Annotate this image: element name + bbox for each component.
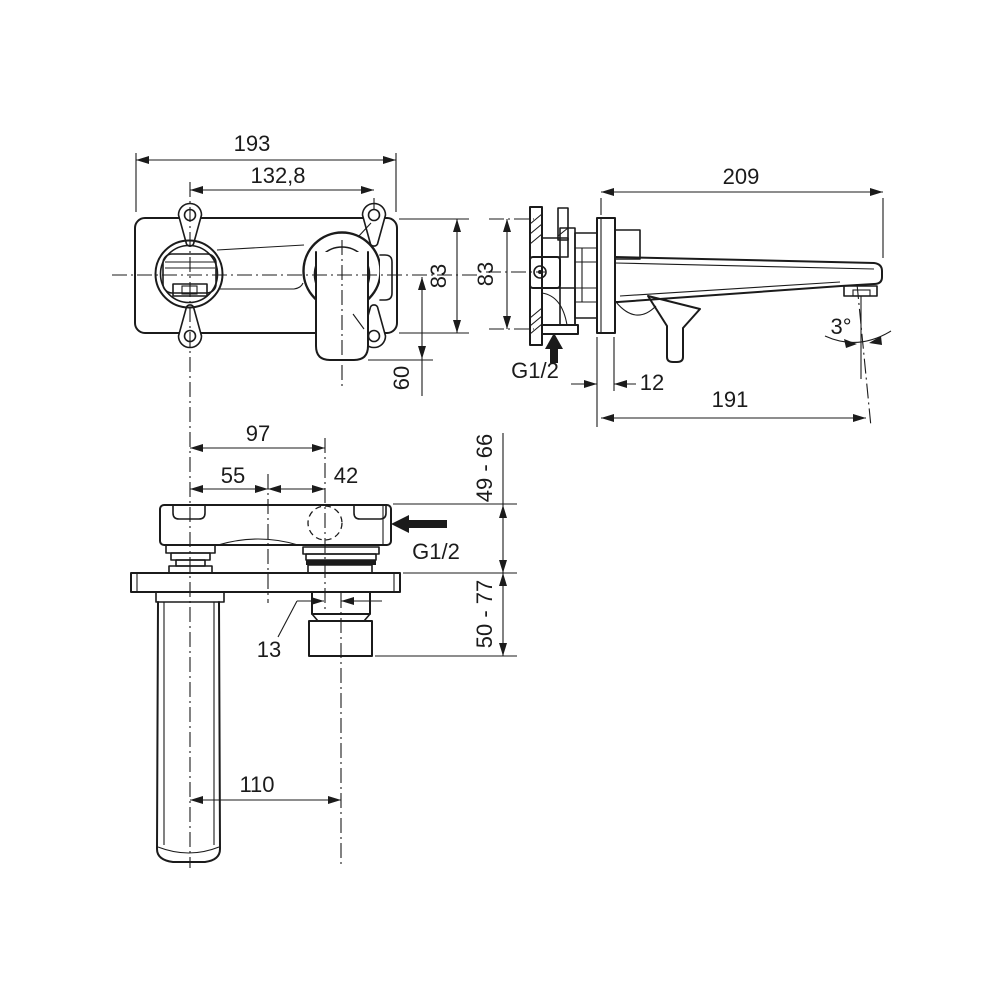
label-13: 13	[257, 637, 281, 662]
label-g12-plan: G1/2	[412, 539, 460, 564]
lever-side	[647, 295, 701, 363]
fixing-screw	[533, 265, 547, 279]
hidden-port-circle	[307, 505, 343, 541]
wall-flange	[130, 572, 401, 593]
o-ring-band	[306, 560, 376, 565]
label-12: 12	[640, 370, 664, 395]
dimensions	[135, 153, 892, 804]
label-110: 110	[239, 772, 274, 797]
label-60: 60	[389, 366, 414, 390]
spout-side	[614, 256, 883, 303]
label-97: 97	[246, 421, 270, 446]
in-wall-body	[529, 206, 598, 346]
angle-arrow-right	[869, 336, 882, 345]
escutcheon-side	[596, 217, 616, 334]
wall-hatching	[529, 213, 543, 335]
front-view	[134, 202, 398, 361]
dimension-labels: 193 132,8 83 60 209 83 G1/2 12 191 3° 97…	[221, 131, 852, 797]
label-83-front: 83	[426, 264, 451, 288]
label-42: 42	[334, 463, 358, 488]
aerator-side	[843, 285, 878, 297]
right-port	[302, 546, 380, 574]
plan-view	[130, 504, 447, 863]
label-3deg: 3°	[830, 314, 851, 339]
label-193: 193	[234, 131, 271, 156]
inlet-boss	[541, 324, 579, 335]
label-55: 55	[221, 463, 245, 488]
side-view	[529, 206, 883, 363]
inlet-arrow-icon-plan	[391, 515, 447, 533]
label-132-8: 132,8	[250, 163, 305, 188]
label-49-66: 49 - 66	[472, 434, 497, 503]
spout-outlet-front	[154, 239, 305, 309]
label-209: 209	[723, 164, 760, 189]
label-191: 191	[712, 387, 749, 412]
rough-in-body	[159, 504, 392, 546]
label-50-77: 50 - 77	[472, 580, 497, 649]
centerlines	[112, 182, 545, 868]
angle-arrow-left	[844, 339, 857, 348]
label-83-side: 83	[473, 262, 498, 286]
label-g12-side: G1/2	[511, 358, 559, 383]
handle-side-tab	[379, 254, 393, 301]
inlet-arrow-icon	[545, 333, 563, 363]
